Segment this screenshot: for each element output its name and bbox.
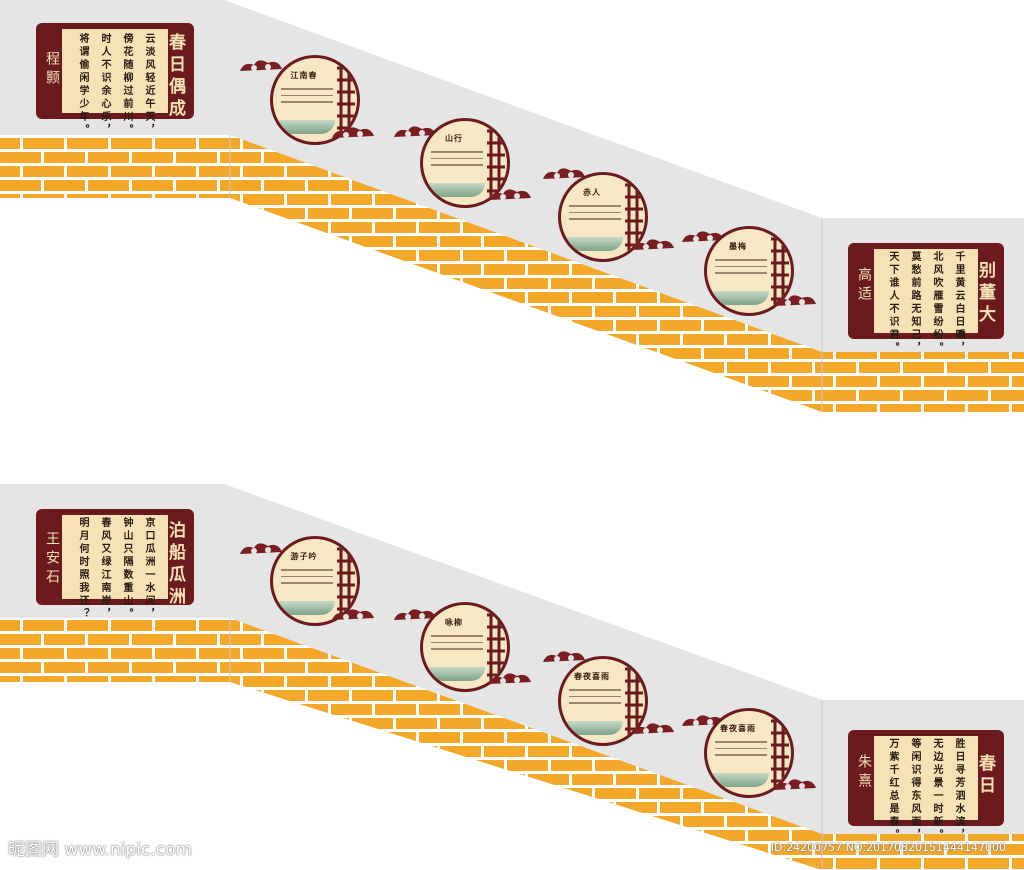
lattice-window-icon — [337, 64, 355, 136]
lattice-window-icon — [771, 235, 789, 307]
landscape-illustration — [279, 120, 335, 134]
poem-medallion: 游子吟 — [270, 536, 360, 626]
lattice-window-icon — [337, 545, 355, 617]
poem-line: 等闲识得东风面， — [909, 738, 920, 842]
poem-line: 钟山只隔数重山。 — [121, 517, 132, 621]
poem-line: 云淡风轻近午天， — [143, 33, 154, 137]
lattice-window-icon — [625, 665, 643, 737]
stair-wall-bottom: 泊船瓜洲 京口瓜洲一水间， 钟山只隔数重山。 春风又绿江南岸， 明月何时照我还？… — [0, 484, 1024, 870]
landscape-illustration — [429, 183, 485, 197]
cloud-ornament-icon — [632, 239, 674, 250]
poem-title: 别董大 — [975, 261, 995, 327]
poem-title: 春日 — [975, 754, 995, 798]
poem-author: 程颢 — [44, 51, 60, 89]
poem-line: 北风吹雁雪纷纷。 — [931, 251, 942, 355]
cloud-ornament-icon — [489, 673, 531, 684]
lattice-window-icon — [487, 611, 505, 683]
poem-line: 将谓偷闲学少年。 — [77, 33, 88, 137]
watermark-left: 昵图网 www.nipic.com — [8, 840, 193, 860]
poem-panel-right: 别董大 千里黄云白日曛， 北风吹雁雪纷纷。 莫愁前路无知己， 天下谁人不识君。 … — [848, 243, 1004, 355]
poem-panel-left: 春日偶成 云淡风轻近午天， 傍花随柳过前川。 时人不识余心乐， 将谓偷闲学少年。… — [36, 23, 194, 137]
cloud-ornament-icon — [489, 189, 531, 200]
watermark-right: ID:24200757 NO:20170820151444147000 — [770, 841, 1006, 854]
medallion-title: 咏柳 — [445, 617, 463, 627]
cloud-ornament-icon — [332, 609, 374, 620]
cloud-ornament-icon — [332, 127, 374, 138]
poem-line: 莫愁前路无知己， — [909, 251, 920, 355]
poem-author: 王安石 — [44, 531, 60, 588]
landscape-illustration — [713, 291, 769, 305]
cloud-ornament-icon — [240, 543, 282, 554]
medallion-title: 春夜喜雨 — [574, 671, 610, 681]
poem-title: 泊船瓜洲 — [165, 521, 185, 609]
lattice-window-icon — [771, 717, 789, 789]
poem-line: 时人不识余心乐， — [99, 33, 110, 137]
poem-medallion: 江南春 — [270, 55, 360, 145]
poem-line: 明月何时照我还？ — [77, 517, 88, 621]
poem-line: 天下谁人不识君。 — [887, 251, 898, 355]
poem-author: 高适 — [856, 267, 872, 305]
cloud-ornament-icon — [394, 609, 436, 620]
medallion-title: 江南春 — [290, 70, 318, 80]
poem-line: 胜日寻芳泗水滨， — [953, 738, 964, 842]
poem-panel-left: 泊船瓜洲 京口瓜洲一水间， 钟山只隔数重山。 春风又绿江南岸， 明月何时照我还？… — [36, 509, 194, 621]
poem-panel-right: 春日 胜日寻芳泗水滨， 无边光景一时新。 等闲识得东风面， 万紫千红总是春。 朱… — [848, 730, 1004, 842]
lattice-window-icon — [487, 127, 505, 199]
poem-medallion: 赤人 — [558, 172, 648, 262]
poem-title: 春日偶成 — [165, 33, 185, 121]
landscape-illustration — [713, 773, 769, 787]
poem-line: 春风又绿江南岸， — [99, 517, 110, 621]
cloud-ornament-icon — [240, 60, 282, 71]
poem-line: 傍花随柳过前川。 — [121, 33, 132, 137]
landscape-illustration — [567, 721, 623, 735]
poem-medallion: 春夜喜雨 — [704, 708, 794, 798]
poem-author: 朱熹 — [856, 754, 872, 792]
medallion-title: 墨梅 — [729, 241, 747, 251]
cloud-ornament-icon — [394, 126, 436, 137]
landscape-illustration — [429, 667, 485, 681]
poem-line: 千里黄云白日曛， — [953, 251, 964, 355]
poem-medallion: 咏柳 — [420, 602, 510, 692]
cloud-ornament-icon — [632, 723, 674, 734]
landscape-illustration — [279, 601, 335, 615]
poem-line: 京口瓜洲一水间， — [143, 517, 154, 621]
landscape-illustration — [567, 237, 623, 251]
medallion-title: 春夜喜雨 — [720, 723, 756, 733]
poem-medallion: 山行 — [420, 118, 510, 208]
brick-band — [0, 135, 1024, 412]
cloud-ornament-icon — [543, 168, 585, 179]
cloud-ornament-icon — [774, 295, 816, 306]
medallion-title: 山行 — [445, 133, 463, 143]
medallion-title: 游子吟 — [290, 551, 318, 561]
lattice-window-icon — [625, 181, 643, 253]
medallion-title: 赤人 — [583, 187, 601, 197]
poem-medallion: 春夜喜雨 — [558, 656, 648, 746]
cloud-ornament-icon — [774, 779, 816, 790]
brick-band — [0, 618, 1024, 870]
stair-wall-top: 春日偶成 云淡风轻近午天， 傍花随柳过前川。 时人不识余心乐， 将谓偷闲学少年。… — [0, 0, 1024, 412]
poem-line: 万紫千红总是春。 — [887, 738, 898, 842]
poem-line: 无边光景一时新。 — [931, 738, 942, 842]
cloud-ornament-icon — [682, 231, 724, 242]
cloud-ornament-icon — [543, 651, 585, 662]
